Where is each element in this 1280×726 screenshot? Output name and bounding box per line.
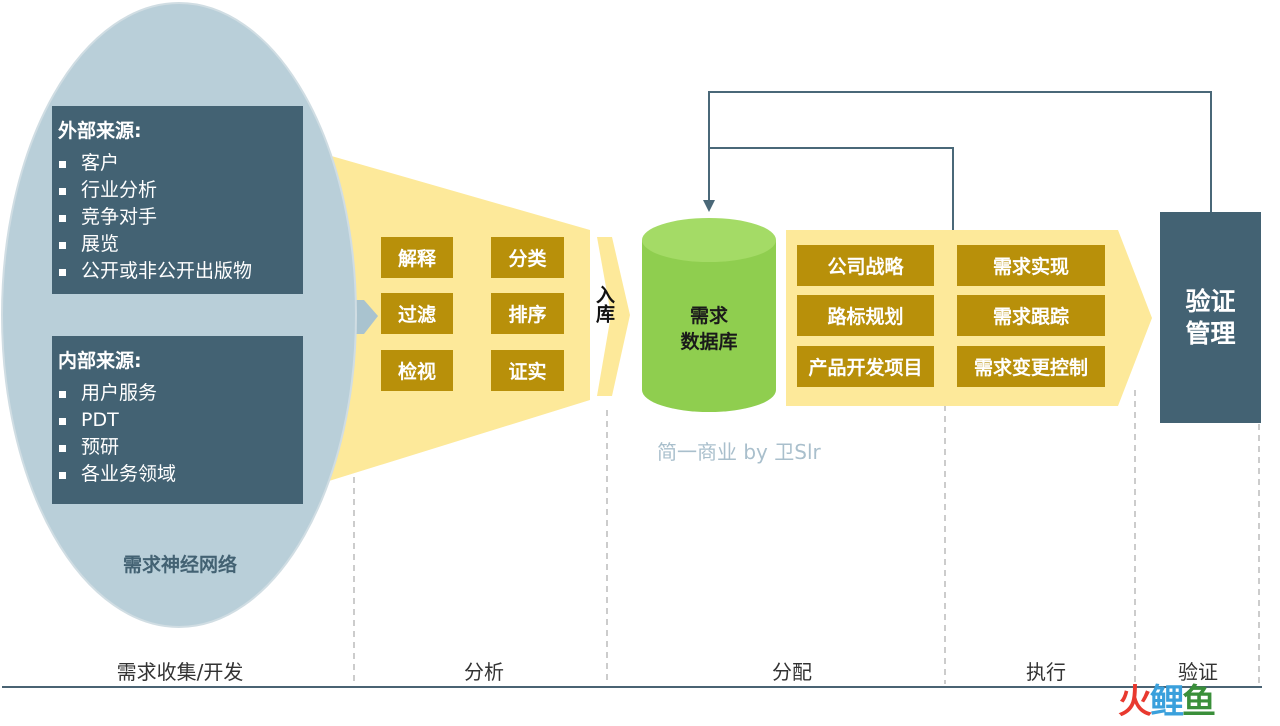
feedback-loops xyxy=(708,91,1212,230)
exec-company-strategy: 公司战略 xyxy=(797,245,934,286)
exec-requirement-tracking: 需求跟踪 xyxy=(957,295,1105,336)
internal-sources-box: 内部来源: 用户服务 PDT 预研 各业务领域 xyxy=(52,336,303,504)
exec-change-control: 需求变更控制 xyxy=(957,346,1105,387)
demand-network-ellipse xyxy=(1,2,357,628)
action-sort: 排序 xyxy=(491,293,564,334)
watermark-text: 简一商业 by 卫Slr xyxy=(657,440,821,464)
phase-dividers xyxy=(353,390,1260,684)
database-cylinder xyxy=(642,218,776,412)
database-label-line1: 需求 xyxy=(689,305,728,327)
list-item: 行业分析 xyxy=(58,177,297,204)
action-verify: 证实 xyxy=(491,350,564,391)
list-item: 各业务领域 xyxy=(58,461,297,488)
external-sources-title: 外部来源: xyxy=(58,120,142,142)
brand-logo: 火鲤鱼 xyxy=(1118,682,1216,722)
logo-part3: 鱼 xyxy=(1182,682,1216,722)
feedback-line-inner xyxy=(708,147,954,230)
external-sources-box: 外部来源: 客户 行业分析 竞争对手 展览 公开或非公开出版物 xyxy=(52,106,303,294)
feedback-line-outer xyxy=(708,91,1212,212)
feedback-arrowhead xyxy=(703,200,715,212)
store-chevron xyxy=(597,237,630,396)
phase-execute: 执行 xyxy=(1026,660,1066,684)
list-item: 预研 xyxy=(58,434,297,461)
exec-roadmap-planning: 路标规划 xyxy=(797,295,934,336)
exec-product-dev: 产品开发项目 xyxy=(797,346,934,387)
list-item: PDT xyxy=(58,407,297,434)
phase-collect: 需求收集/开发 xyxy=(116,660,244,684)
action-review: 检视 xyxy=(381,350,453,391)
verify-line2: 管理 xyxy=(1185,318,1236,348)
logo-part2: 鲤 xyxy=(1150,682,1184,722)
list-item: 客户 xyxy=(58,150,297,177)
phase-analyze: 分析 xyxy=(464,660,504,684)
action-classify: 分类 xyxy=(491,237,564,278)
logo-part1: 火 xyxy=(1118,682,1152,722)
internal-sources-title: 内部来源: xyxy=(58,350,142,372)
verify-line1: 验证 xyxy=(1185,286,1236,316)
action-explain: 解释 xyxy=(381,237,453,278)
list-item: 公开或非公开出版物 xyxy=(58,258,297,285)
internal-sources-list: 用户服务 PDT 预研 各业务领域 xyxy=(58,380,297,488)
list-item: 展览 xyxy=(58,231,297,258)
action-filter: 过滤 xyxy=(381,293,453,334)
network-label: 需求神经网络 xyxy=(122,554,237,576)
list-item: 用户服务 xyxy=(58,380,297,407)
phase-allocate: 分配 xyxy=(772,660,812,684)
list-item: 竞争对手 xyxy=(58,204,297,231)
phase-verify: 验证 xyxy=(1178,660,1218,684)
external-sources-list: 客户 行业分析 竞争对手 展览 公开或非公开出版物 xyxy=(58,150,297,285)
store-label: 入库 xyxy=(593,285,615,323)
exec-requirement-fulfillment: 需求实现 xyxy=(957,245,1105,286)
database-label-line2: 数据库 xyxy=(680,331,738,353)
verify-management-box: 验证 管理 xyxy=(1160,212,1261,423)
database-label: 需求 数据库 xyxy=(642,303,776,355)
